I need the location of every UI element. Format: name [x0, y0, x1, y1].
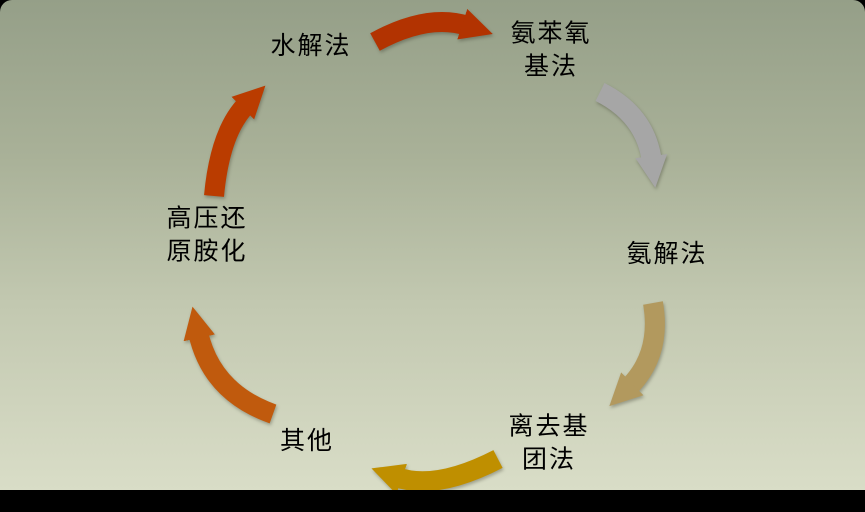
- arrow-leaving-group-to-others: [371, 450, 503, 490]
- bottom-letterbox-bar: [0, 490, 865, 512]
- node-ammonolysis: 氨解法: [626, 239, 708, 268]
- node-leaving-group: 离去基 团法: [508, 412, 590, 474]
- arrow-others-to-amination: [183, 306, 277, 424]
- node-high-pressure-reductive-amination: 高压还 原胺化: [166, 204, 248, 266]
- slide-canvas: 水解法 氨苯氧 基法 氨解法 离去基 团法 其他 高压还 原胺化: [0, 0, 865, 490]
- arrow-ammonolysis-to-leaving-group: [609, 301, 665, 407]
- node-hydrolysis: 水解法: [270, 31, 352, 60]
- node-aminophenoxy: 氨苯氧 基法: [510, 19, 592, 81]
- node-others: 其他: [279, 426, 335, 455]
- arrow-hydrolysis-to-aminophenoxy: [370, 8, 493, 51]
- arrow-aminophenoxy-to-ammonolysis: [595, 83, 668, 188]
- cycle-diagram-arrows: [183, 8, 668, 490]
- arrow-amination-to-hydrolysis: [204, 85, 266, 197]
